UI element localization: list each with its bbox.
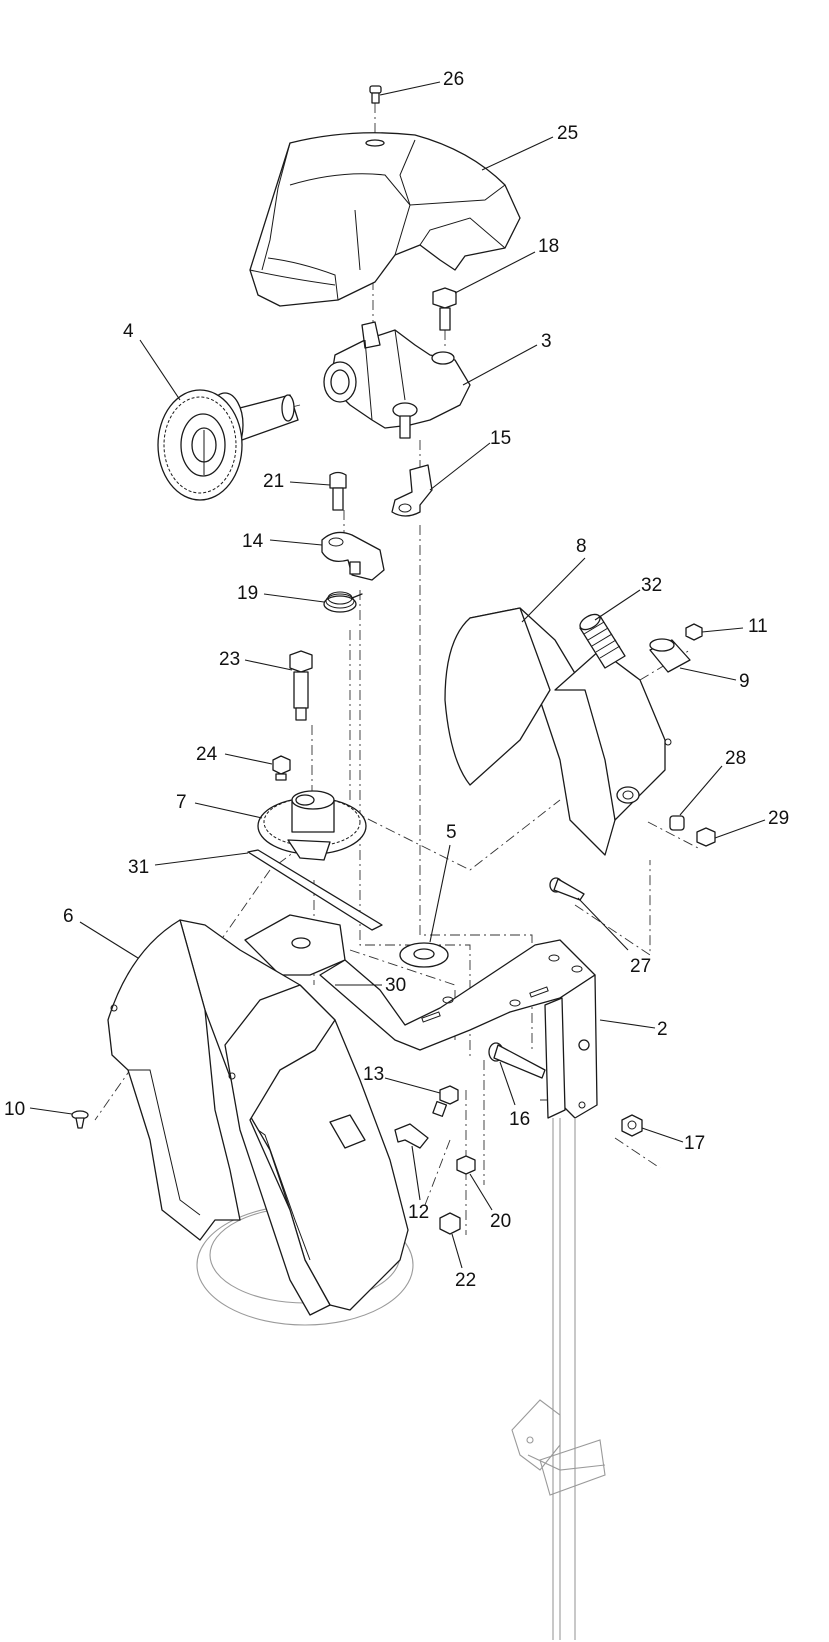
callout-6: 6	[63, 906, 74, 927]
part-10-screw	[71, 1110, 89, 1129]
callout-30: 30	[385, 975, 406, 996]
part-21-pin	[329, 471, 347, 511]
part-2-mounting-bracket	[319, 939, 598, 1119]
callout-14: 14	[242, 531, 264, 552]
part-25-top-cover	[249, 132, 521, 307]
part-23-shoulder-bolt	[289, 650, 313, 721]
part-26-screw	[369, 85, 382, 104]
callout-32: 32	[641, 575, 662, 596]
part-22-nut	[439, 1212, 461, 1235]
support-tube-ghost	[511, 1118, 606, 1640]
callout-10: 10	[4, 1099, 25, 1120]
part-4-bevel-gear	[157, 389, 299, 501]
callout-21: 21	[263, 471, 284, 492]
part-5-washer	[399, 942, 449, 968]
callout-19: 19	[237, 583, 258, 604]
part-17-nut	[621, 1114, 643, 1137]
part-6-lower-chute	[107, 919, 414, 1326]
part-27-bolt	[549, 877, 585, 901]
callout-9: 9	[739, 671, 750, 692]
part-7-gear	[257, 790, 367, 861]
callout-11: 11	[748, 616, 768, 637]
part-8-upper-deflector	[444, 607, 672, 856]
part-29-nut	[696, 827, 716, 847]
callout-12: 12	[408, 1202, 429, 1223]
callout-29: 29	[768, 808, 789, 829]
callout-5: 5	[446, 822, 457, 843]
callout-8: 8	[576, 536, 587, 557]
callout-27: 27	[630, 956, 651, 977]
part-16-bolt	[488, 1042, 546, 1079]
callout-16: 16	[509, 1109, 530, 1130]
part-20-nut	[456, 1155, 476, 1175]
callout-26: 26	[443, 69, 464, 90]
callout-7: 7	[176, 792, 187, 813]
callout-18: 18	[538, 236, 559, 257]
callout-2: 2	[657, 1019, 668, 1040]
part-19-spring	[323, 591, 363, 613]
callout-4: 4	[123, 321, 134, 342]
leader-lines	[29, 81, 766, 1269]
part-18-bolt	[432, 287, 457, 331]
callout-17: 17	[684, 1133, 705, 1154]
callout-20: 20	[490, 1211, 511, 1232]
part-28-spacer	[669, 815, 685, 831]
callout-25: 25	[557, 123, 578, 144]
callout-23: 23	[219, 649, 240, 670]
callout-13: 13	[363, 1064, 384, 1085]
part-9-bushing	[649, 638, 691, 673]
part-13-bolt	[432, 1085, 459, 1117]
callout-3: 3	[541, 331, 552, 352]
part-14-lever	[321, 531, 385, 581]
callout-28: 28	[725, 748, 746, 769]
part-12-clip	[394, 1123, 429, 1149]
part-11-nut	[685, 623, 703, 641]
part-32-spring	[579, 613, 626, 669]
part-15-bracket	[391, 464, 433, 517]
callout-15: 15	[490, 428, 511, 449]
callout-22: 22	[455, 1270, 476, 1291]
part-3-gearbox-housing	[323, 321, 471, 439]
part-24-nut	[272, 755, 291, 781]
part-31-plate	[247, 849, 383, 931]
callout-24: 24	[196, 744, 218, 765]
callout-31: 31	[128, 857, 149, 878]
callout-labels: 26 25 18 3 4 15 21 14 8 32 11 19 9 23 28…	[4, 69, 789, 1291]
